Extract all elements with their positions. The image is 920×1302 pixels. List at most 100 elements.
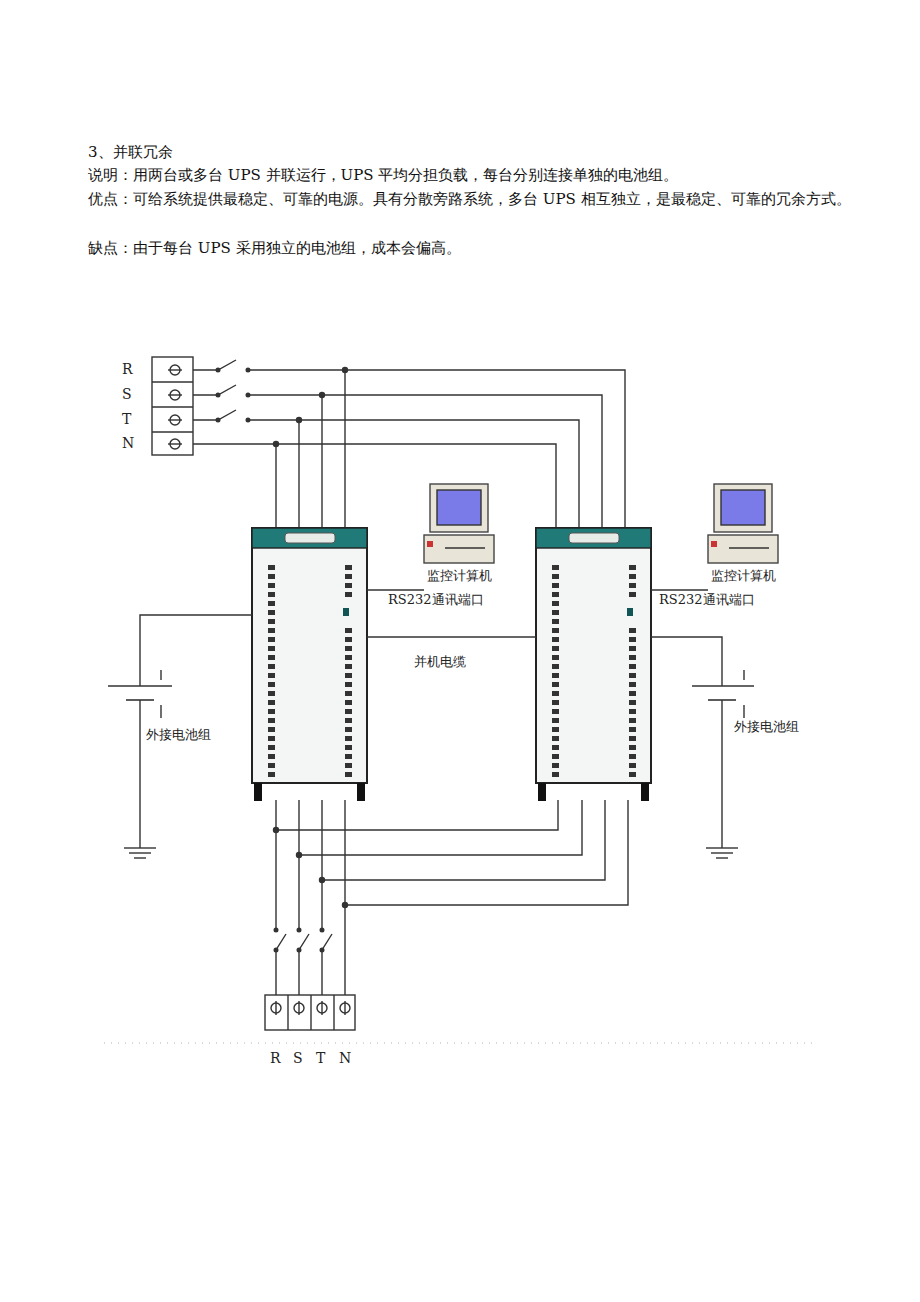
vent-slot <box>552 619 559 624</box>
vent-slot <box>345 718 352 723</box>
vent-slot <box>552 772 559 777</box>
disadvantage-line: 缺点：由于每台 UPS 采用独立的电池组，成本会偏高。 <box>88 236 461 260</box>
vent-slot <box>345 565 352 570</box>
description-line: 说明：用两台或多台 UPS 并联运行，UPS 平均分担负载，每台分别连接单独的电… <box>88 163 678 187</box>
vent-slot <box>268 619 275 624</box>
vent-slot <box>629 682 636 687</box>
vent-slot <box>552 700 559 705</box>
vent-slot <box>552 628 559 633</box>
vent-slot <box>345 628 352 633</box>
cable-label: 并机电缆 <box>414 654 466 670</box>
vent-slot <box>345 637 352 642</box>
vent-slot <box>268 565 275 570</box>
ups-cabinet <box>252 528 367 801</box>
vent-slot <box>268 628 275 633</box>
page-rule <box>104 1042 816 1043</box>
vent-slot <box>552 583 559 588</box>
phase-label: S <box>122 386 132 402</box>
vent-slot <box>629 592 636 597</box>
vent-slot <box>268 754 275 759</box>
vent-slot <box>552 709 559 714</box>
section-heading: 3、并联冗余 <box>88 140 173 164</box>
vent-slot <box>552 574 559 579</box>
monitor-computer <box>424 484 494 563</box>
vent-slot <box>552 682 559 687</box>
vent-slot <box>268 727 275 732</box>
vent-slot <box>345 592 352 597</box>
vent-slot <box>552 664 559 669</box>
port-label: RS232通讯端口 <box>657 592 757 608</box>
vent-slot <box>629 718 636 723</box>
computer-label-block: 监控计算机 <box>709 568 778 584</box>
vent-slot <box>345 682 352 687</box>
monitor-computer <box>708 484 778 563</box>
vent-slot <box>268 772 275 777</box>
phase-label: N <box>339 1050 351 1066</box>
vent-slot <box>268 574 275 579</box>
vent-slot <box>629 709 636 714</box>
vent-slot <box>268 601 275 606</box>
vent-slot <box>345 772 352 777</box>
vent-slot <box>345 745 352 750</box>
input-switch <box>193 360 250 422</box>
vent-slot <box>629 673 636 678</box>
output-wires <box>274 800 629 1000</box>
vent-slot <box>629 745 636 750</box>
phase-label: R <box>270 1050 281 1066</box>
vent-slot <box>345 736 352 741</box>
vent-slot <box>629 583 636 588</box>
input-terminal-block <box>152 357 193 455</box>
vent-slot <box>268 763 275 768</box>
battery-group <box>651 637 754 858</box>
vent-slot <box>629 754 636 759</box>
computer-label-block: 监控计算机 <box>425 568 494 584</box>
vent-slot <box>268 610 275 615</box>
vent-slot <box>345 763 352 768</box>
phase-label: T <box>122 411 131 427</box>
vent-slot <box>268 583 275 588</box>
battery-label: 外接电池组 <box>734 719 799 735</box>
port-label: RS232通讯端口 <box>386 592 486 608</box>
advantage-paragraph: 优点：可给系统提供最稳定、可靠的电源。具有分散旁路系统，多台 UPS 相互独立，… <box>88 187 860 211</box>
vent-slot <box>552 718 559 723</box>
vent-slot <box>268 700 275 705</box>
vent-slot <box>552 601 559 606</box>
vent-slot <box>629 565 636 570</box>
vent-slot <box>345 691 352 696</box>
vent-slot <box>552 637 559 642</box>
vent-slot <box>268 646 275 651</box>
vent-slot <box>268 745 275 750</box>
vent-slot <box>268 592 275 597</box>
vent-slot <box>552 592 559 597</box>
vent-slot <box>629 772 636 777</box>
phase-label: S <box>293 1050 303 1066</box>
vent-slot <box>629 655 636 660</box>
battery-label: 外接电池组 <box>146 727 211 743</box>
vent-slot <box>345 673 352 678</box>
vent-slot <box>629 637 636 642</box>
computer-caption: 监控计算机 <box>709 568 778 584</box>
vent-slot <box>345 646 352 651</box>
vent-slot <box>629 574 636 579</box>
output-terminal-block <box>265 995 355 1030</box>
vent-slot <box>345 574 352 579</box>
vent-slot <box>268 637 275 642</box>
phase-label: T <box>316 1050 325 1066</box>
vent-slot <box>629 646 636 651</box>
vent-slot <box>268 736 275 741</box>
vent-slot <box>552 745 559 750</box>
vent-slot <box>345 754 352 759</box>
vent-slot <box>345 727 352 732</box>
phase-label: N <box>122 435 134 451</box>
vent-slot <box>629 664 636 669</box>
vent-slot <box>268 655 275 660</box>
vent-slot <box>629 628 636 633</box>
vent-slot <box>629 736 636 741</box>
vent-slot <box>268 718 275 723</box>
vent-slot <box>552 610 559 615</box>
vent-slot <box>552 754 559 759</box>
vent-slot <box>345 700 352 705</box>
vent-slot <box>268 673 275 678</box>
vent-slot <box>552 565 559 570</box>
